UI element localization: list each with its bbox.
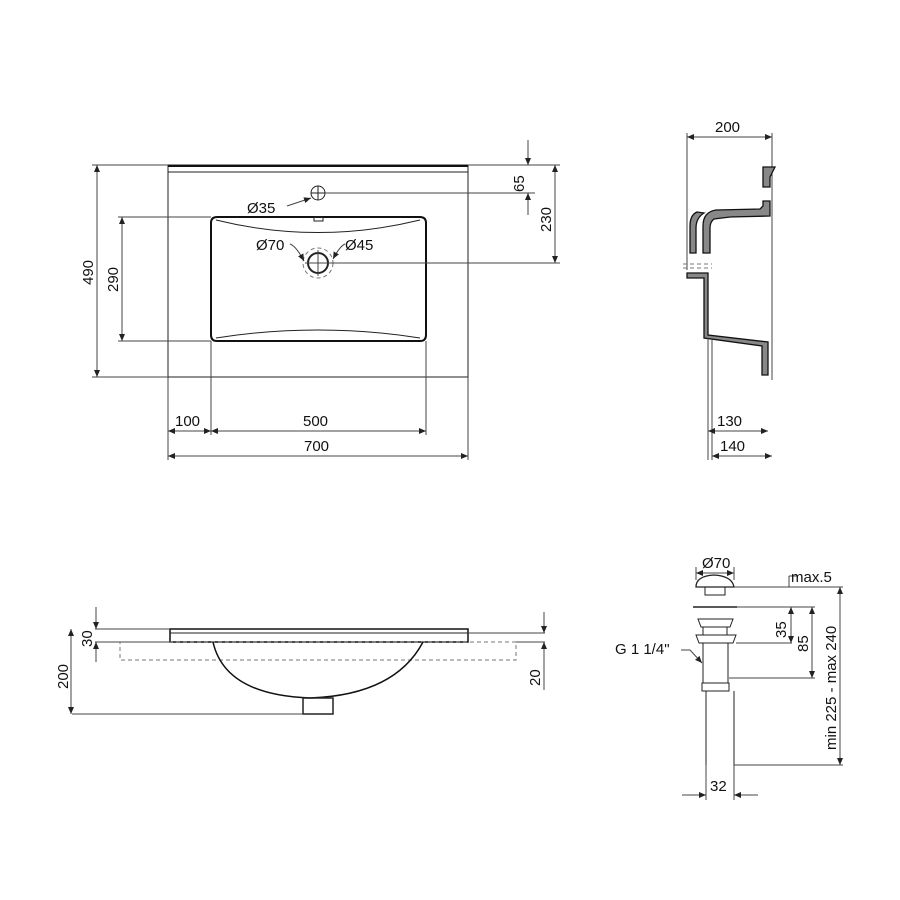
drain-outer-diameter: Ø70 — [256, 237, 284, 254]
dim-countertop-recess: 20 — [527, 669, 544, 686]
front-view: 30 200 20 — [55, 607, 547, 715]
top-view: Ø35 Ø70 Ø45 100 500 700 490 290 65 230 — [80, 140, 560, 460]
dim-rim-thickness: 30 — [79, 630, 96, 647]
dim-85: 85 — [795, 635, 812, 652]
dim-bowl-width: 500 — [303, 413, 328, 430]
dim-drain-offset: 230 — [538, 207, 555, 232]
dim-depth-total: 490 — [80, 260, 97, 285]
thread-label: G 1 1/4" — [615, 641, 670, 658]
dim-bowl-depth: 290 — [105, 267, 122, 292]
dim-tap-hole-offset: 65 — [511, 175, 528, 192]
dim-cap-lift: max.5 — [791, 569, 832, 586]
dim-depth-bottom-outer: 140 — [720, 438, 745, 455]
dim-depth-bottom-inner: 130 — [717, 413, 742, 430]
drain-valve: Ø70 max.5 35 85 min 225 - max 240 G 1 1/… — [615, 555, 843, 800]
dim-length-range: min 225 - max 240 — [823, 626, 840, 750]
dim-height-total: 200 — [55, 664, 72, 689]
dim-35: 35 — [773, 621, 790, 638]
dim-width-total: 700 — [304, 438, 329, 455]
bowl-outline — [210, 216, 427, 342]
drain-inner-diameter: Ø45 — [345, 237, 373, 254]
dim-cap-diameter: Ø70 — [702, 555, 730, 572]
tap-hole-diameter: Ø35 — [247, 200, 275, 217]
dim-depth-top: 200 — [715, 119, 740, 136]
side-section: 200 130 140 — [683, 119, 777, 460]
dim-pipe-diameter: 32 — [710, 778, 727, 795]
dim-margin-left: 100 — [175, 413, 200, 430]
